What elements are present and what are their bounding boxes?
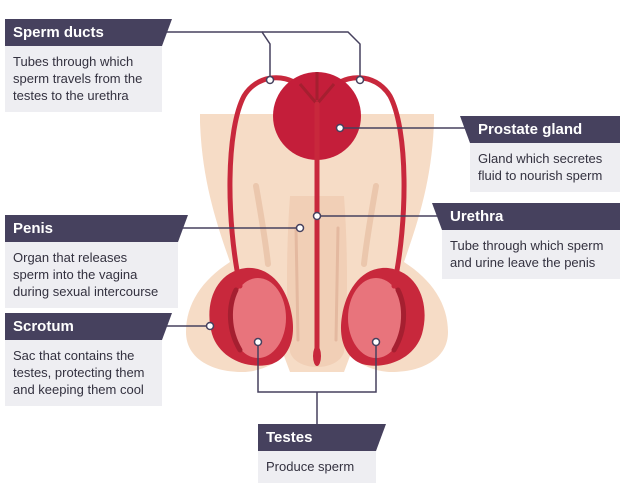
label-urethra: Urethra Tube through which sperm and uri… xyxy=(432,203,620,279)
label-prostate-gland-desc-line: fluid to nourish sperm xyxy=(478,168,603,183)
urethra-tip xyxy=(313,346,321,366)
epididymis-right xyxy=(391,287,407,353)
label-penis-desc-line: sperm into the vagina xyxy=(13,267,138,282)
label-testes-title: Testes xyxy=(258,424,386,451)
dot-penis xyxy=(295,223,305,233)
testis-left xyxy=(230,278,286,358)
label-prostate-gland-desc: Gland which secretes fluid to nourish sp… xyxy=(470,143,620,192)
dot-prostate xyxy=(335,123,345,133)
sperm-duct-left xyxy=(227,75,303,289)
label-scrotum-desc-line: testes, protecting them xyxy=(13,365,145,380)
label-sperm-ducts-desc: Tubes through which sperm travels from t… xyxy=(5,46,162,112)
label-penis-desc: Organ that releases sperm into the vagin… xyxy=(5,242,178,308)
label-scrotum: Scrotum Sac that contains the testes, pr… xyxy=(5,313,172,406)
right-thigh-crease xyxy=(361,183,379,267)
leader-sperm-ducts-right xyxy=(262,31,361,78)
label-sperm-ducts-desc-line: testes to the urethra xyxy=(13,88,129,103)
leader-lines xyxy=(162,31,470,424)
dot-sperm-duct-right xyxy=(355,75,365,85)
label-prostate-gland-title: Prostate gland xyxy=(460,116,620,143)
penis-inner-line-left xyxy=(294,226,300,342)
label-penis-desc-line: Organ that releases xyxy=(13,250,128,265)
label-sperm-ducts-desc-line: sperm travels from the xyxy=(13,71,143,86)
testis-right xyxy=(348,278,404,358)
leader-sperm-ducts xyxy=(162,31,271,78)
label-scrotum-desc-line: and keeping them cool xyxy=(13,382,144,397)
label-scrotum-desc: Sac that contains the testes, protecting… xyxy=(5,340,162,406)
label-urethra-desc: Tube through which sperm and urine leave… xyxy=(442,230,620,279)
label-testes: Testes Produce sperm xyxy=(258,424,386,483)
dot-sperm-duct-left xyxy=(265,75,275,85)
label-sperm-ducts: Sperm ducts Tubes through which sperm tr… xyxy=(5,19,172,112)
label-prostate-gland-desc-line: Gland which secretes xyxy=(478,151,603,166)
leader-dots xyxy=(205,75,381,347)
label-penis-title: Penis xyxy=(5,215,188,242)
label-penis-desc-line: during sexual intercourse xyxy=(13,284,159,299)
label-urethra-desc-line: Tube through which sperm xyxy=(450,238,604,253)
dot-scrotum xyxy=(205,321,215,331)
label-urethra-desc-line: and urine leave the penis xyxy=(450,255,596,270)
label-sperm-ducts-desc-line: Tubes through which xyxy=(13,54,134,69)
label-scrotum-desc-line: Sac that contains the xyxy=(13,348,135,363)
penis-inner-line-right xyxy=(334,226,340,342)
left-thigh-crease xyxy=(253,183,271,267)
label-urethra-title: Urethra xyxy=(432,203,620,230)
label-prostate-gland: Prostate gland Gland which secretes flui… xyxy=(460,116,620,192)
dot-urethra xyxy=(312,211,322,221)
dot-testis-left xyxy=(253,337,263,347)
label-sperm-ducts-title: Sperm ducts xyxy=(5,19,172,46)
dot-testis-right xyxy=(371,337,381,347)
label-penis: Penis Organ that releases sperm into the… xyxy=(5,215,188,308)
label-scrotum-title: Scrotum xyxy=(5,313,172,340)
label-testes-desc-line: Produce sperm xyxy=(266,459,355,474)
label-testes-desc: Produce sperm xyxy=(258,451,376,483)
epididymis-left xyxy=(227,287,243,353)
